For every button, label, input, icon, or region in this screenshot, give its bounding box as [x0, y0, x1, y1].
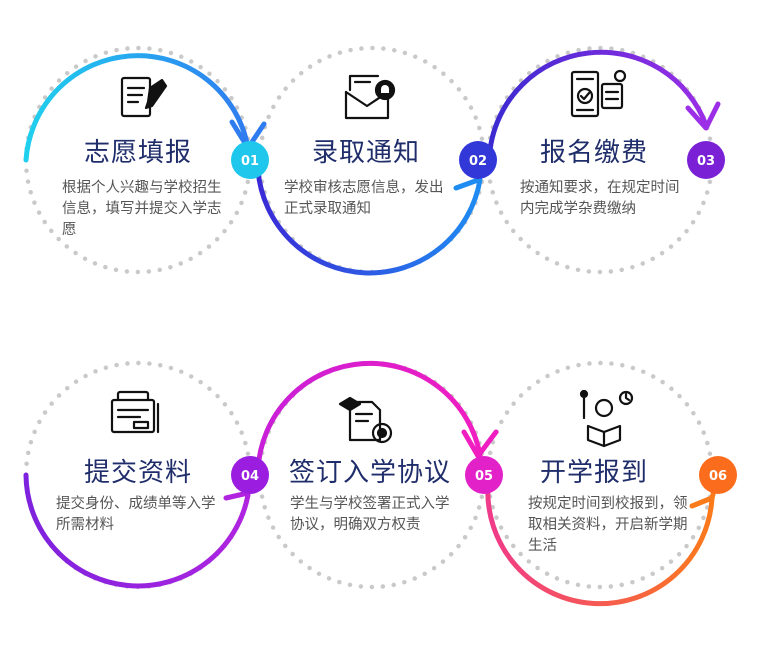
arc-step-6 — [485, 482, 715, 607]
svg-text:04: 04 — [241, 469, 259, 484]
form-pen-icon — [120, 76, 168, 118]
arrow-head-5 — [461, 429, 499, 459]
step-desc-5: 学生与学校签署正式入学协议，明确双方权责 — [290, 496, 450, 533]
svg-text:05: 05 — [475, 469, 493, 484]
badge-03: 03 — [687, 141, 725, 179]
svg-text:01: 01 — [241, 154, 259, 169]
envelope-bell-icon — [344, 74, 396, 120]
step-desc-4: 提交身份、成绩单等入学所需材料 — [56, 496, 216, 533]
step-desc-6: 按规定时间到校报到，领取相关资料，开启新学期生活 — [528, 496, 688, 554]
step-title-5: 签订入学协议 — [288, 458, 451, 488]
step-title-1: 志愿填报 — [83, 138, 192, 168]
arc-step-5 — [255, 360, 483, 473]
step-title-3: 报名缴费 — [539, 138, 648, 168]
step-desc-2: 学校审核志愿信息，发出正式录取通知 — [284, 180, 444, 217]
badge-06: 06 — [699, 456, 737, 494]
arc-step-2 — [255, 167, 483, 276]
step-desc-3: 按通知要求，在规定时间内完成学杂费缴纳 — [520, 180, 680, 217]
step-title-2: 录取通知 — [311, 138, 420, 168]
arrow-head-3 — [685, 101, 721, 131]
step-title-4: 提交资料 — [83, 458, 192, 488]
step-title-6: 开学报到 — [539, 458, 648, 488]
step-desc-1: 根据个人兴趣与学校招生信息，填写并提交入学志愿 — [62, 180, 222, 238]
student-reading-icon — [579, 389, 634, 448]
arc-step-1 — [23, 53, 251, 163]
svg-text:06: 06 — [709, 469, 727, 484]
svg-text:02: 02 — [469, 154, 487, 169]
badge-02: 02 — [459, 141, 497, 179]
contract-seal-icon — [338, 396, 393, 444]
badge-01: 01 — [231, 141, 269, 179]
document-folder-icon — [110, 390, 160, 434]
payment-terminal-icon — [570, 69, 627, 118]
arc-step-4 — [23, 472, 251, 589]
arc-step-3 — [487, 49, 709, 153]
badge-04: 04 — [231, 456, 269, 494]
badge-05: 05 — [465, 456, 503, 494]
svg-text:03: 03 — [697, 154, 715, 169]
